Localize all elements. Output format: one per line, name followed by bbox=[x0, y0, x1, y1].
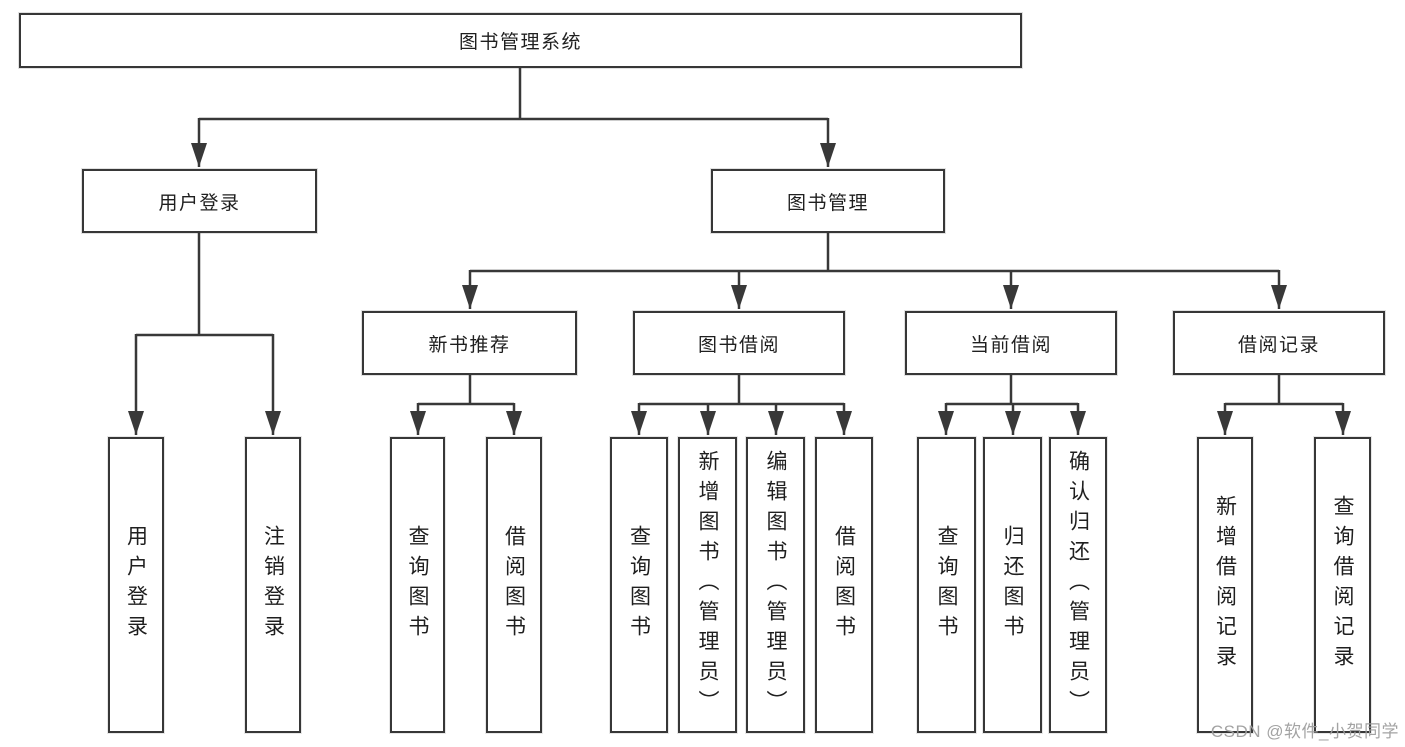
node-user-login: 用户登录 bbox=[82, 169, 317, 233]
node-user-login-label: 用户登录 bbox=[158, 192, 241, 214]
node-book-borrowing-label: 图书借阅 bbox=[697, 334, 780, 356]
leaf-current-query-book-label: 查询图书 bbox=[935, 525, 959, 645]
node-root: 图书管理系统 bbox=[19, 13, 1022, 68]
leaf-confirm-return-admin-label: 确认归还（管理员） bbox=[1066, 450, 1090, 720]
leaf-rec-query-book: 查询图书 bbox=[390, 437, 445, 733]
leaf-edit-book-admin: 编辑图书（管理员） bbox=[746, 437, 805, 733]
leaf-return-book: 归还图书 bbox=[983, 437, 1042, 733]
leaf-query-borrow-record: 查询借阅记录 bbox=[1314, 437, 1371, 733]
leaf-add-book-admin-label: 新增图书（管理员） bbox=[696, 450, 720, 720]
node-borrowing-records-label: 借阅记录 bbox=[1237, 334, 1320, 356]
leaf-confirm-return-admin: 确认归还（管理员） bbox=[1049, 437, 1107, 733]
node-borrowing-records: 借阅记录 bbox=[1173, 311, 1385, 375]
node-root-label: 图书管理系统 bbox=[458, 32, 582, 53]
leaf-edit-book-admin-label: 编辑图书（管理员） bbox=[764, 450, 788, 720]
leaf-logout: 注销登录 bbox=[245, 437, 301, 733]
leaf-user-login-label: 用户登录 bbox=[124, 525, 148, 645]
node-current-borrowing-label: 当前借阅 bbox=[969, 334, 1052, 356]
leaf-current-query-book: 查询图书 bbox=[917, 437, 976, 733]
leaf-borrow-query-book-label: 查询图书 bbox=[627, 525, 651, 645]
node-book-management: 图书管理 bbox=[711, 169, 945, 233]
leaf-rec-borrow-book-label: 借阅图书 bbox=[502, 525, 526, 645]
node-new-book-recommendation-label: 新书推荐 bbox=[428, 334, 511, 356]
leaf-add-borrow-record-label: 新增借阅记录 bbox=[1213, 495, 1237, 675]
leaf-user-login: 用户登录 bbox=[108, 437, 164, 733]
node-book-borrowing: 图书借阅 bbox=[633, 311, 845, 375]
leaf-borrow-book: 借阅图书 bbox=[815, 437, 873, 733]
leaf-query-borrow-record-label: 查询借阅记录 bbox=[1331, 495, 1355, 675]
node-new-book-recommendation: 新书推荐 bbox=[362, 311, 577, 375]
leaf-borrow-query-book: 查询图书 bbox=[610, 437, 668, 733]
csdn-watermark: CSDN @软件_小贺同学 bbox=[1210, 722, 1399, 741]
leaf-return-book-label: 归还图书 bbox=[1001, 525, 1025, 645]
leaf-borrow-book-label: 借阅图书 bbox=[832, 525, 856, 645]
leaf-rec-borrow-book: 借阅图书 bbox=[486, 437, 542, 733]
node-book-management-label: 图书管理 bbox=[786, 192, 869, 214]
leaf-add-book-admin: 新增图书（管理员） bbox=[678, 437, 737, 733]
leaf-rec-query-book-label: 查询图书 bbox=[406, 525, 430, 645]
leaf-add-borrow-record: 新增借阅记录 bbox=[1197, 437, 1253, 733]
node-current-borrowing: 当前借阅 bbox=[905, 311, 1117, 375]
leaf-logout-label: 注销登录 bbox=[261, 525, 285, 645]
